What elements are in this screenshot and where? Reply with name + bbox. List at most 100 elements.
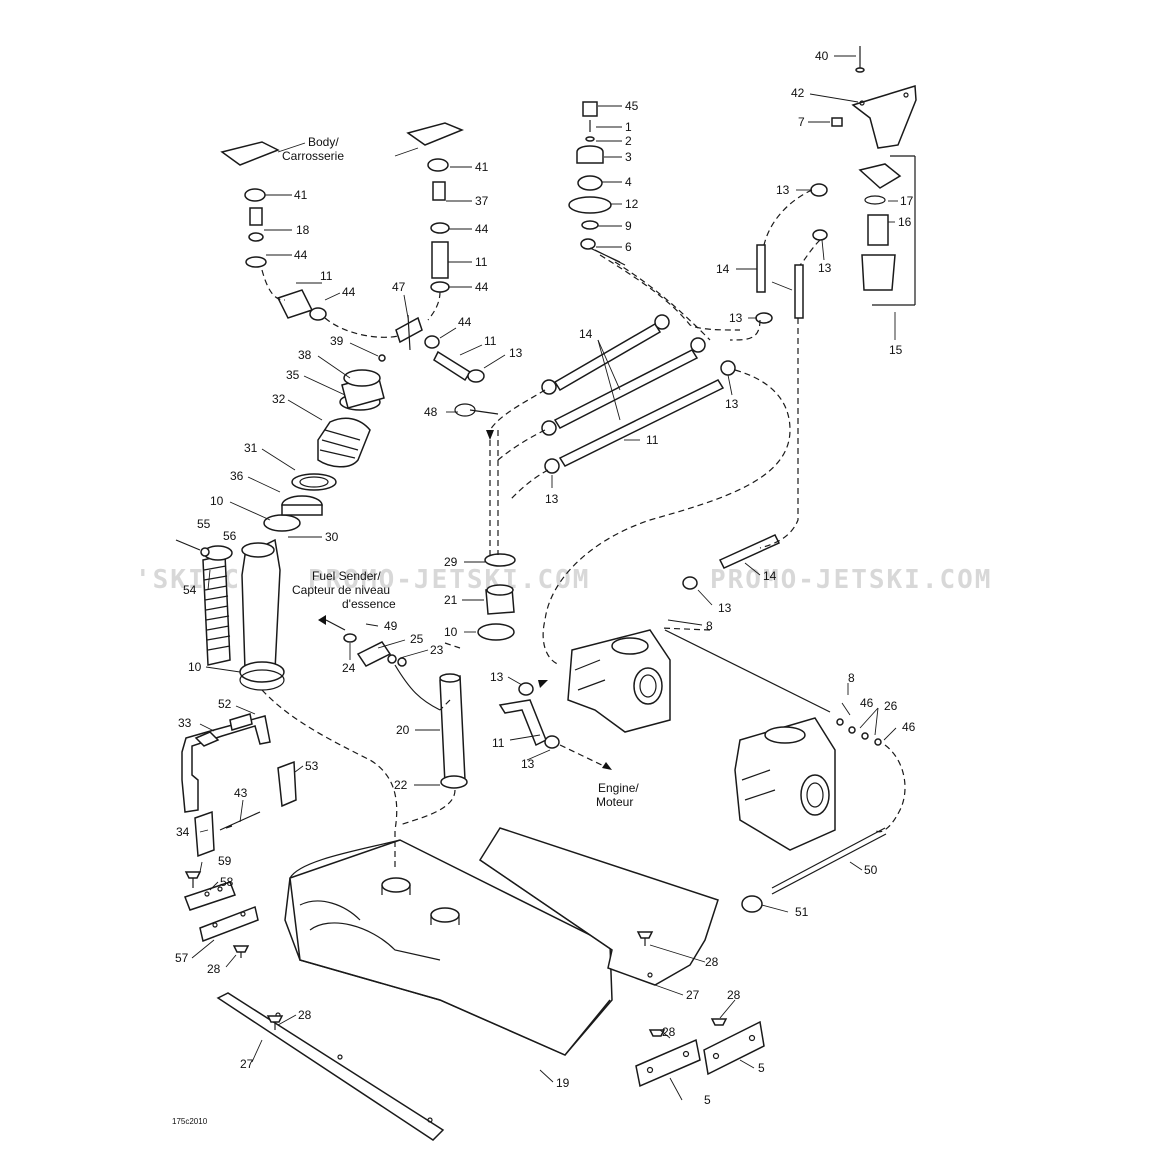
caption-engine-1: Engine/: [598, 781, 639, 795]
leader-lines: [191, 55, 898, 1101]
label-9: 9: [625, 219, 632, 233]
label-28-b: 28: [705, 955, 719, 969]
label-41-b: 41: [475, 160, 489, 174]
label-11-a: 11: [475, 255, 488, 269]
label-46-b: 46: [902, 720, 916, 734]
plate-left: [635, 1038, 701, 1088]
valve-stack: [568, 101, 626, 266]
label-22: 22: [394, 778, 408, 792]
label-5-b: 5: [704, 1093, 711, 1107]
label-41-a: 41: [294, 188, 308, 202]
label-11-b: 11: [320, 269, 333, 283]
label-58: 58: [220, 875, 234, 889]
screw-28-c: [266, 1015, 284, 1030]
caption-body-left-2: Carrosserie: [282, 149, 344, 163]
label-13-a: 13: [776, 183, 790, 197]
label-6: 6: [625, 240, 632, 254]
fuel-filter-group: [831, 46, 917, 306]
vent-hose-short-left: [276, 289, 327, 321]
watermark-middle: PROMO-JETSKI.COM: [308, 565, 590, 595]
vertical-hoses: [755, 183, 828, 324]
label-23: 23: [430, 643, 444, 657]
label-5-a: 5: [758, 1061, 765, 1075]
label-13-f: 13: [545, 492, 559, 506]
arrows: [318, 430, 612, 770]
label-36: 36: [230, 469, 244, 483]
label-13-c: 13: [729, 311, 743, 325]
caption-fuel-sender-3: d'essence: [342, 597, 396, 611]
carburetor-rear: [734, 717, 836, 851]
vent-hose-corrugated: [202, 545, 233, 666]
label-44-a: 44: [294, 248, 308, 262]
label-13-b: 13: [818, 261, 832, 275]
label-8-a: 8: [706, 619, 713, 633]
watermark-right: PROMO-JETSKI.COM: [710, 565, 992, 595]
label-44-b: 44: [475, 222, 489, 236]
callout-numbers: 40 42 7 45 1 2 3 4 12 9 6 13 17 16 13 14…: [175, 49, 916, 1107]
label-28-d: 28: [727, 988, 741, 1002]
label-53: 53: [305, 759, 319, 773]
label-13-d: 13: [509, 346, 523, 360]
label-40: 40: [815, 49, 829, 63]
label-25: 25: [410, 632, 424, 646]
label-2: 2: [625, 134, 632, 148]
label-45: 45: [625, 99, 639, 113]
screw-28-e: [648, 1029, 666, 1037]
label-11-d: 11: [646, 433, 659, 447]
label-8-b: 8: [848, 671, 855, 685]
caption-engine-2: Moteur: [596, 795, 633, 809]
label-10-c: 10: [188, 660, 202, 674]
label-12: 12: [625, 197, 639, 211]
label-20: 20: [396, 723, 410, 737]
label-26: 26: [884, 699, 898, 713]
label-16: 16: [898, 215, 912, 229]
screw-28-b: [636, 931, 654, 946]
bottom-shield-strip: [216, 992, 445, 1141]
label-43: 43: [234, 786, 248, 800]
carburetor-front: [567, 629, 671, 733]
body-pad-left: [220, 141, 280, 268]
drawing-code: 175c2010: [172, 1117, 208, 1126]
label-35: 35: [286, 368, 300, 382]
label-17: 17: [900, 194, 914, 208]
label-44-e: 44: [458, 315, 472, 329]
hose-14-lower: [682, 534, 781, 590]
label-27-a: 27: [686, 988, 700, 1002]
label-10-a: 10: [210, 494, 224, 508]
label-14-a: 14: [716, 262, 730, 276]
label-42: 42: [791, 86, 805, 100]
label-28-c: 28: [298, 1008, 312, 1022]
label-11-c: 11: [484, 334, 497, 348]
engine-hose: [498, 682, 560, 749]
label-21: 21: [444, 593, 458, 607]
label-51: 51: [795, 905, 809, 919]
label-7: 7: [798, 115, 805, 129]
label-44-d: 44: [342, 285, 356, 299]
label-54: 54: [183, 583, 197, 597]
label-59: 59: [218, 854, 232, 868]
label-47: 47: [392, 280, 406, 294]
label-3: 3: [625, 150, 632, 164]
heat-shield-right: [478, 827, 719, 986]
caption-body-left-1: Body/: [308, 135, 339, 149]
label-56: 56: [223, 529, 237, 543]
label-34: 34: [176, 825, 190, 839]
label-44-c: 44: [475, 280, 489, 294]
routing-lines: [261, 189, 906, 870]
filler-neck-stack: [263, 354, 386, 532]
caption-fuel-sender-2: Capteur de niveau: [292, 583, 390, 597]
bracket-57-58: [184, 871, 259, 943]
screw-55: [175, 539, 210, 557]
label-14-c: 14: [763, 569, 777, 583]
filler-hose: [239, 538, 285, 691]
screw-28-a: [232, 945, 250, 958]
tee-fitting-47: [395, 314, 423, 351]
long-hoses: [541, 314, 736, 474]
label-39: 39: [330, 334, 344, 348]
sender-connector: [343, 633, 441, 711]
label-49: 49: [384, 619, 398, 633]
label-46-a: 46: [860, 696, 874, 710]
label-30: 30: [325, 530, 339, 544]
